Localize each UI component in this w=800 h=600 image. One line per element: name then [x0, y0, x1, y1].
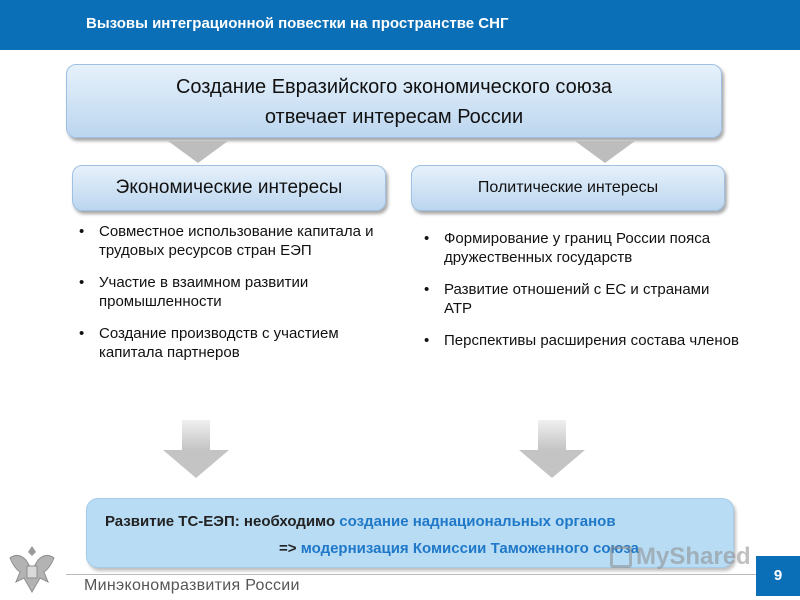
list-item: Создание производств с участием капитала… — [75, 324, 375, 362]
list-item: Участие в взаимном развитии промышленнос… — [75, 273, 375, 311]
conclusion-line1-prefix: Развитие ТС-ЕЭП: необходимо — [105, 513, 336, 530]
arrow-down-small-left-icon — [168, 141, 228, 163]
main-statement-line2: отвечает интересам России — [264, 106, 524, 128]
political-interests-list: Формирование у границ России пояса друже… — [420, 229, 740, 363]
main-statement-box: Создание Евразийского экономического сою… — [66, 64, 722, 138]
header-bar: Вызовы интеграционной повестки на простр… — [0, 0, 800, 50]
conclusion-line2: => модернизация Комиссии Таможенного сою… — [279, 540, 639, 557]
conclusion-line1: Развитие ТС-ЕЭП: необходимо создание над… — [105, 513, 616, 530]
watermark-text: MyShared — [636, 543, 751, 570]
arrow-down-large-left-icon — [163, 420, 229, 480]
list-item: Развитие отношений с ЕС и странами АТР — [420, 280, 740, 318]
footer-divider — [66, 574, 756, 575]
arrow-down-large-right-icon — [519, 420, 585, 480]
conclusion-box: Развитие ТС-ЕЭП: необходимо создание над… — [86, 498, 734, 568]
conclusion-line1-highlight: создание наднациональных органов — [339, 513, 616, 530]
page-number: 9 — [756, 556, 800, 596]
ministry-name: Минэкономразвития России — [84, 577, 300, 594]
conclusion-line2-highlight: модернизация Комиссии Таможенного союза — [300, 540, 639, 557]
economic-interests-list: Совместное использование капитала и труд… — [75, 222, 375, 375]
conclusion-line2-prefix: => — [279, 540, 297, 557]
list-item: Формирование у границ России пояса друже… — [420, 229, 740, 267]
list-item: Перспективы расширения состава членов — [420, 331, 740, 350]
slide-title: Вызовы интеграционной повестки на простр… — [86, 15, 509, 32]
main-statement-line1: Создание Евразийского экономического сою… — [175, 76, 613, 98]
presentation-board-icon — [610, 546, 632, 568]
economic-interests-header: Экономические интересы — [72, 165, 386, 211]
arrow-down-small-right-icon — [575, 141, 635, 163]
watermark: MyShared — [610, 543, 751, 573]
list-item: Совместное использование капитала и труд… — [75, 222, 375, 260]
double-headed-eagle-emblem-icon — [0, 536, 64, 600]
political-interests-header: Политические интересы — [411, 165, 725, 211]
